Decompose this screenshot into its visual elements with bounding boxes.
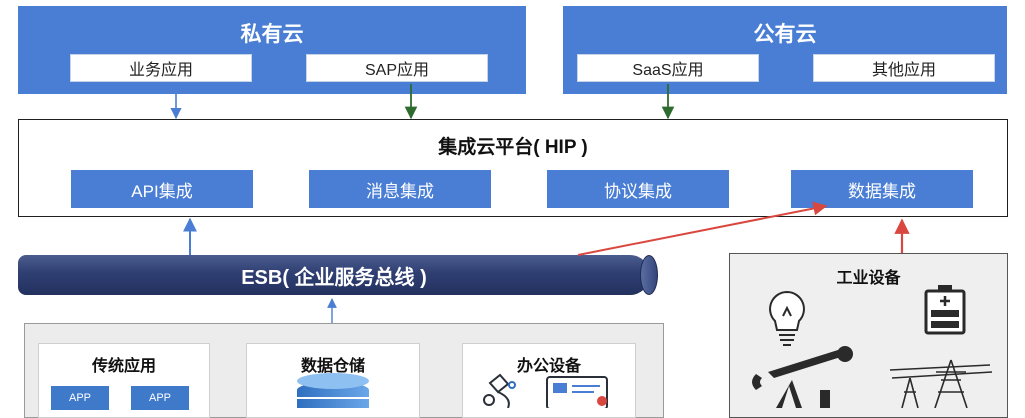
esb-bus[interactable]: ESB( 企业服务总线 ) (18, 255, 650, 295)
lightbulb-icon (769, 290, 805, 346)
arrow-esb-to-data-integration (577, 201, 828, 256)
office-devices-title: 办公设备 (516, 358, 581, 375)
monitor-icon (546, 376, 608, 408)
oil-pump-icon (752, 346, 853, 408)
protocol-integration-box[interactable]: 协议集成 (547, 170, 729, 208)
esb-bus-end-cap (640, 255, 658, 295)
traditional-apps-box[interactable]: 传统应用 APP APP (38, 343, 210, 418)
public-cloud-title: 公有云 (753, 23, 817, 46)
microscope-icon (483, 373, 516, 408)
power-tower-icon (889, 359, 993, 408)
traditional-apps-title: 传统应用 (91, 358, 156, 375)
battery-icon (924, 285, 966, 335)
private-cloud-title: 私有云 (240, 23, 304, 46)
message-integration-box[interactable]: 消息集成 (309, 170, 491, 208)
app-tag[interactable]: APP (131, 386, 189, 410)
industrial-devices-title: 工业设备 (836, 270, 901, 287)
database-icon (297, 373, 369, 408)
platform-title: 集成云平台( HIP ) (438, 137, 588, 158)
integration-platform-panel: 集成云平台( HIP ) API集成 消息集成 协议集成 数据集成 (18, 119, 1008, 217)
business-app-box[interactable]: 业务应用 (70, 54, 252, 82)
other-app-box[interactable]: 其他应用 (813, 54, 995, 82)
data-warehouse-title: 数据仓储 (300, 358, 365, 375)
sap-app-box[interactable]: SAP应用 (306, 54, 488, 82)
api-integration-box[interactable]: API集成 (71, 170, 253, 208)
saas-app-box[interactable]: SaaS应用 (577, 54, 759, 82)
public-cloud-panel: 公有云 SaaS应用 其他应用 (563, 6, 1007, 94)
app-tag[interactable]: APP (51, 386, 109, 410)
private-cloud-panel: 私有云 业务应用 SAP应用 (18, 6, 526, 94)
diagram-overlay (170, 84, 993, 408)
